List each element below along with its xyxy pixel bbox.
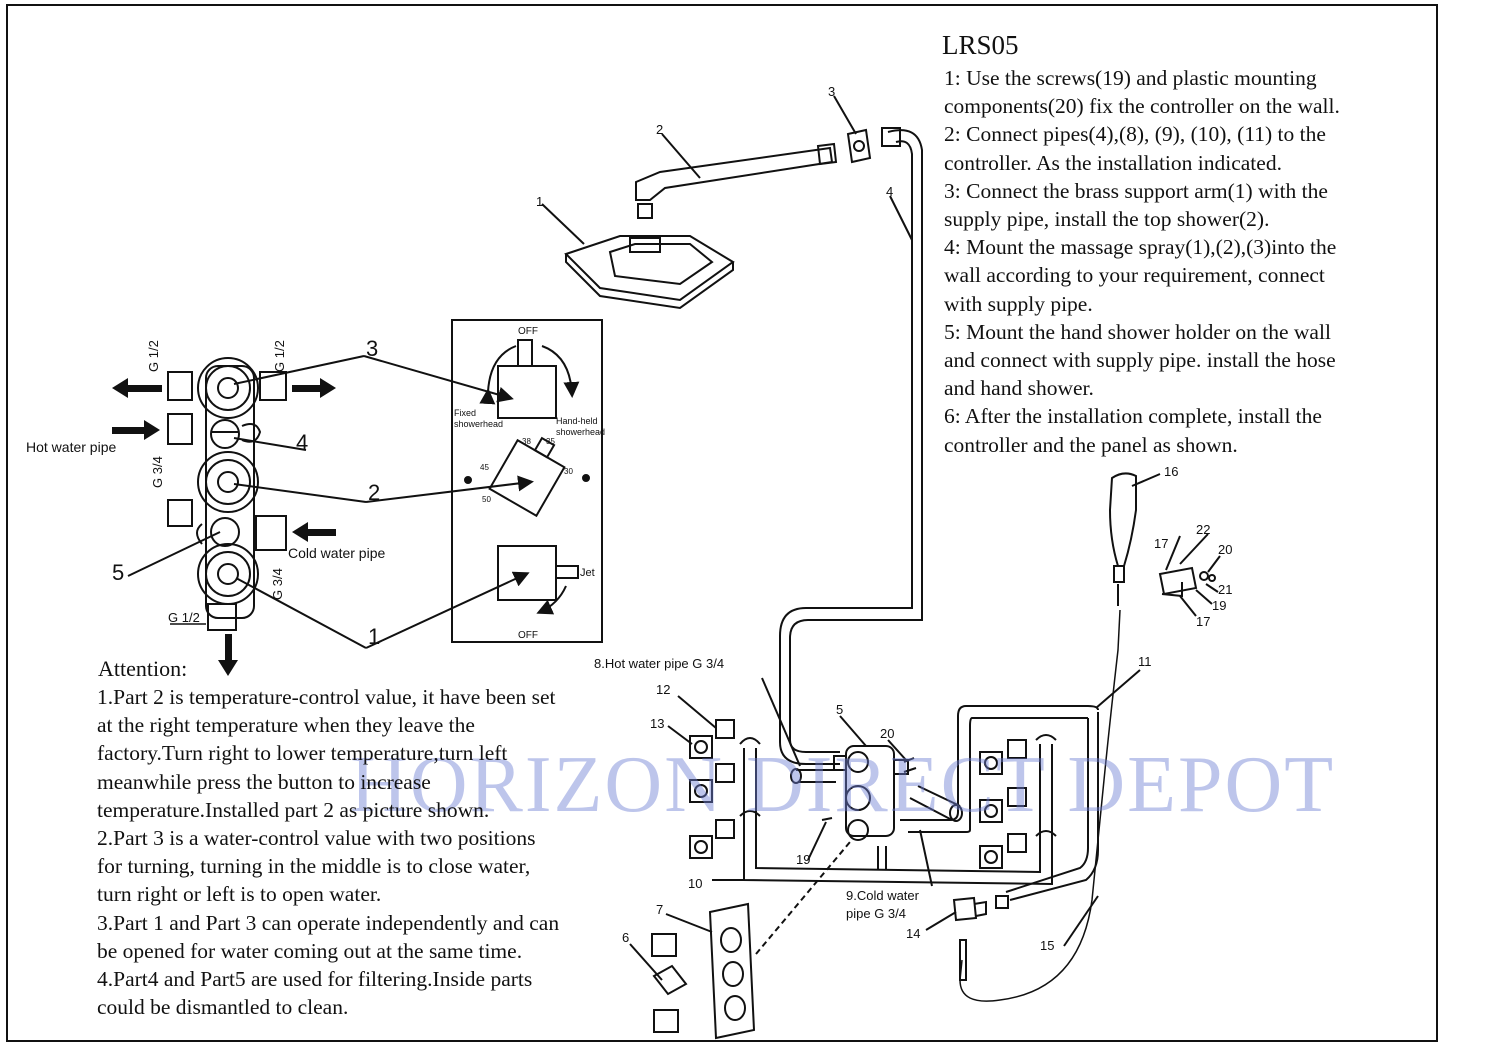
control-panel: [451, 319, 603, 643]
step-line: components(20) fix the controller on the…: [944, 94, 1340, 119]
part-13: 13: [650, 716, 664, 731]
label-g34-left: G 3/4: [150, 456, 165, 488]
label-hot-water: Hot water pipe: [26, 439, 116, 455]
part-5: 5: [836, 702, 843, 717]
hand-shower: [1108, 472, 1161, 606]
attention-line: 3.Part 1 and Part 3 can operate independ…: [97, 910, 560, 935]
step-line: 4: Mount the massage spray(1),(2),(3)int…: [944, 235, 1337, 260]
part-15: 15: [1040, 938, 1054, 953]
label-g34-right: G 3/4: [270, 568, 285, 600]
step-line: controller. As the installation indicate…: [944, 150, 1282, 175]
label-g12-left: G 1/2: [146, 340, 161, 372]
label-part-3: 3: [366, 336, 378, 361]
valve-assembly: [167, 357, 287, 631]
part-22: 22: [1196, 522, 1210, 537]
part-3: 3: [828, 84, 835, 99]
part-11: 11: [1138, 654, 1152, 669]
attention-line: 1.Part 2 is temperature-control value, i…: [97, 685, 556, 709]
watermark: HORIZON DIRECT DEPOT: [350, 741, 1336, 829]
part-4: 4: [886, 184, 893, 199]
attention-notes: 1.Part 2 is temperature-control value, i…: [97, 683, 637, 1021]
panel-off-bottom: OFF: [518, 630, 538, 641]
step-line: 1: Use the screws(19) and plastic mounti…: [944, 66, 1317, 90]
step-line: 5: Mount the hand shower holder on the w…: [944, 319, 1331, 344]
hand-shower-holder: [1158, 533, 1221, 617]
step-line: controller and the panel as shown.: [944, 432, 1238, 457]
controller-body: [790, 745, 963, 870]
part-14: 14: [906, 926, 920, 941]
panel-jet: Jet: [580, 567, 595, 579]
step-line: 2: Connect pipes(4),(8), (9), (10), (11)…: [944, 122, 1326, 147]
part-17-top: 17: [1154, 536, 1168, 551]
panel-fixed-label-2: showerhead: [454, 419, 503, 429]
attention-line: at the right temperature when they leave…: [97, 713, 475, 738]
temp-35: 35: [546, 437, 555, 446]
attention-line: temperature.Installed part 2 as picture …: [97, 797, 490, 822]
label-cold-water: Cold water pipe: [288, 545, 385, 561]
part-2: 2: [656, 122, 663, 137]
panel-hand-label: Hand-held: [556, 416, 598, 426]
handles: [629, 933, 688, 1033]
attention-line: 2.Part 3 is a water-control value with t…: [97, 826, 536, 851]
massage-sprays-right: [979, 739, 1027, 869]
massage-sprays-left: [667, 695, 735, 859]
attention-title: Attention:: [98, 656, 188, 681]
temp-38: 38: [522, 437, 531, 446]
rain-shower-head: [564, 203, 735, 310]
step-line: 6: After the installation complete, inst…: [944, 404, 1322, 429]
supply-pipe-4: [779, 127, 923, 765]
wall-flange: [846, 128, 872, 164]
part-20-controller: 20: [880, 726, 894, 741]
part-16: 16: [1164, 464, 1178, 479]
elbow-fitting-14: [925, 896, 987, 981]
label-hot-pipe-8: 8.Hot water pipe G 3/4: [594, 656, 724, 671]
temp-50: 50: [482, 495, 491, 504]
label-part-4: 4: [296, 430, 308, 455]
diagram-frame: [6, 4, 1438, 1042]
pipe-11: [900, 669, 1141, 909]
shower-arm: [635, 142, 838, 201]
part-10: 10: [688, 876, 702, 891]
pipe-10: [712, 734, 1057, 886]
attention-line: factory.Turn right to lower temperature,…: [97, 741, 508, 766]
attention-line: meanwhile press the button to increase: [97, 769, 431, 794]
step-line: with supply pipe.: [944, 291, 1093, 316]
part-1: 1: [536, 194, 543, 209]
step-line: wall according to your requirement, conn…: [944, 263, 1325, 288]
attention-line: turn right or left is to open water.: [97, 882, 382, 907]
step-line: and hand shower.: [944, 376, 1094, 401]
step-line: supply pipe, install the top shower(2).: [944, 207, 1270, 232]
part-19-controller: 19: [796, 852, 810, 867]
part-6: 6: [622, 930, 629, 945]
label-cold-pipe-9-line2: pipe G 3/4: [846, 906, 906, 921]
attention-line: 4.Part4 and Part5 are used for filtering…: [97, 967, 533, 992]
model-title: LRS05: [942, 30, 1019, 60]
label-part-2: 2: [368, 480, 380, 505]
temp-45: 45: [480, 463, 489, 472]
flow-arrows: [112, 378, 336, 676]
part-7: 7: [656, 902, 663, 917]
part-20-holder: 20: [1218, 542, 1232, 557]
installation-steps: 1: Use the screws(19) and plastic mounti…: [944, 64, 1414, 459]
label-part-1: 1: [368, 624, 380, 649]
label-g12-bottom: G 1/2: [168, 610, 200, 625]
panel-off-top: OFF: [518, 326, 538, 337]
label-cold-pipe-9: 9.Cold water: [846, 888, 920, 903]
cover-plate: [665, 902, 756, 1040]
part-12: 12: [656, 682, 670, 697]
panel-fixed-label: Fixed: [454, 408, 476, 418]
step-line: and connect with supply pipe. install th…: [944, 348, 1336, 373]
part-19-holder: 19: [1212, 598, 1226, 613]
attention-line: be opened for water coming out at the sa…: [97, 938, 523, 963]
label-part-5: 5: [112, 560, 124, 585]
temp-30: 30: [564, 467, 573, 476]
label-g12-right: G 1/2: [272, 340, 287, 372]
attention-line: could be dismantled to clean.: [97, 995, 349, 1020]
panel-hand-label-2: showerhead: [556, 427, 605, 437]
attention-line: for turning, turning in the middle is to…: [97, 854, 531, 879]
step-line: 3: Connect the brass support arm(1) with…: [944, 178, 1328, 203]
part-21: 21: [1218, 582, 1232, 597]
part-17-bottom: 17: [1196, 614, 1210, 629]
